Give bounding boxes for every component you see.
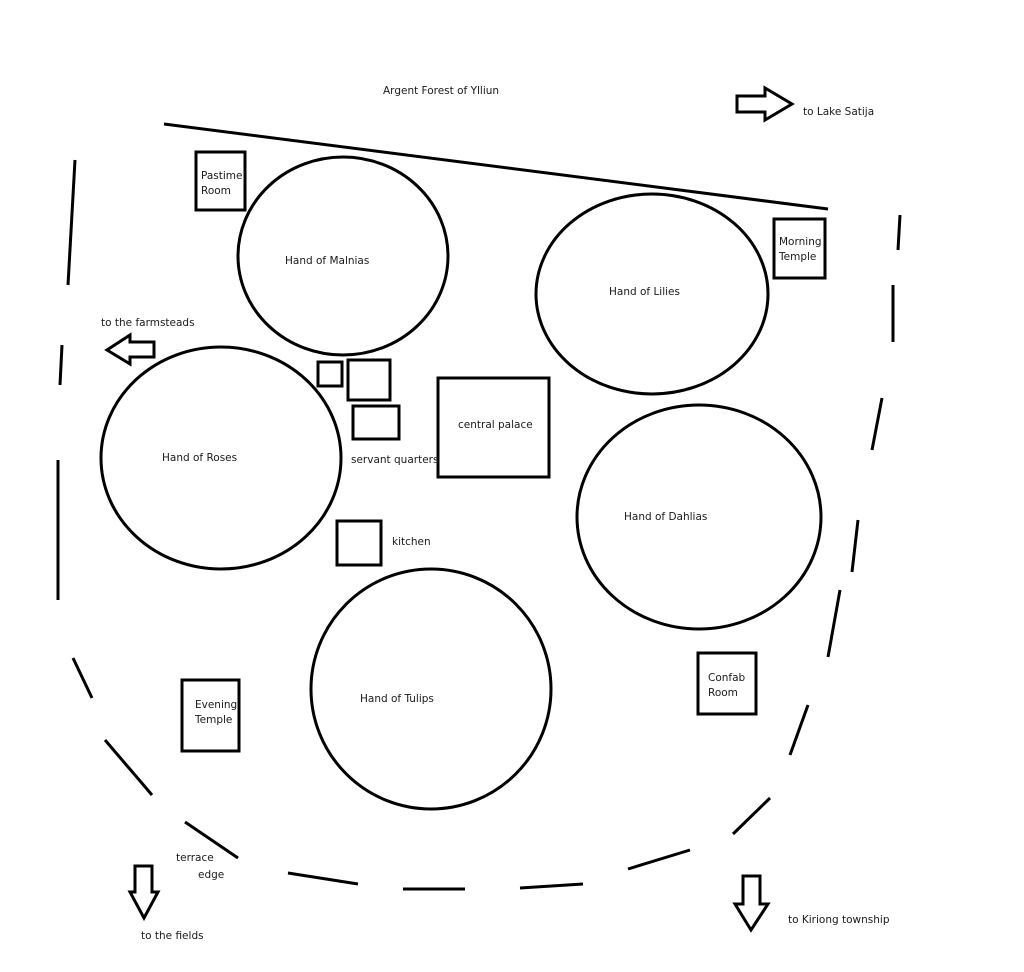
forest-label: Argent Forest of Ylliun [383, 85, 499, 97]
arrow-left-icon [104, 332, 156, 367]
district-malnias [236, 155, 450, 357]
evening-temple [180, 678, 241, 753]
district-dahlias [575, 403, 823, 631]
central-palace [436, 376, 551, 479]
confab-room [696, 651, 758, 716]
forest-edge-line [163, 122, 829, 211]
arrow-down-icon [732, 874, 771, 933]
building-label: kitchen [392, 536, 431, 548]
terrace-edge-boundary [56, 159, 902, 891]
morning-temple [772, 217, 827, 280]
district-tulips [309, 567, 553, 811]
direction-lake: to Lake Satija [803, 106, 874, 118]
district-label: Hand of Tulips [360, 693, 434, 705]
district-label: Hand of Malnias [285, 255, 369, 267]
district-roses [99, 345, 343, 571]
direction-township: to Kiriong township [788, 914, 890, 926]
district-label: Hand of Dahlias [624, 511, 707, 523]
kitchen-building [335, 519, 383, 567]
servant-quarters-building [351, 404, 401, 441]
building-label: central palace [458, 419, 533, 431]
pastime-room [194, 150, 247, 212]
servant-quarters-building [316, 360, 344, 388]
direction-fields: to the fields [141, 930, 204, 942]
arrow-down-icon [127, 864, 161, 922]
servant-quarters-building [346, 358, 392, 402]
direction-farmsteads: to the farmsteads [101, 317, 195, 329]
building-label: servant quarters [351, 454, 438, 466]
arrow-right-icon [735, 85, 795, 123]
district-lilies [534, 192, 770, 396]
district-label: Hand of Roses [162, 452, 237, 464]
district-label: Hand of Lilies [609, 286, 680, 298]
